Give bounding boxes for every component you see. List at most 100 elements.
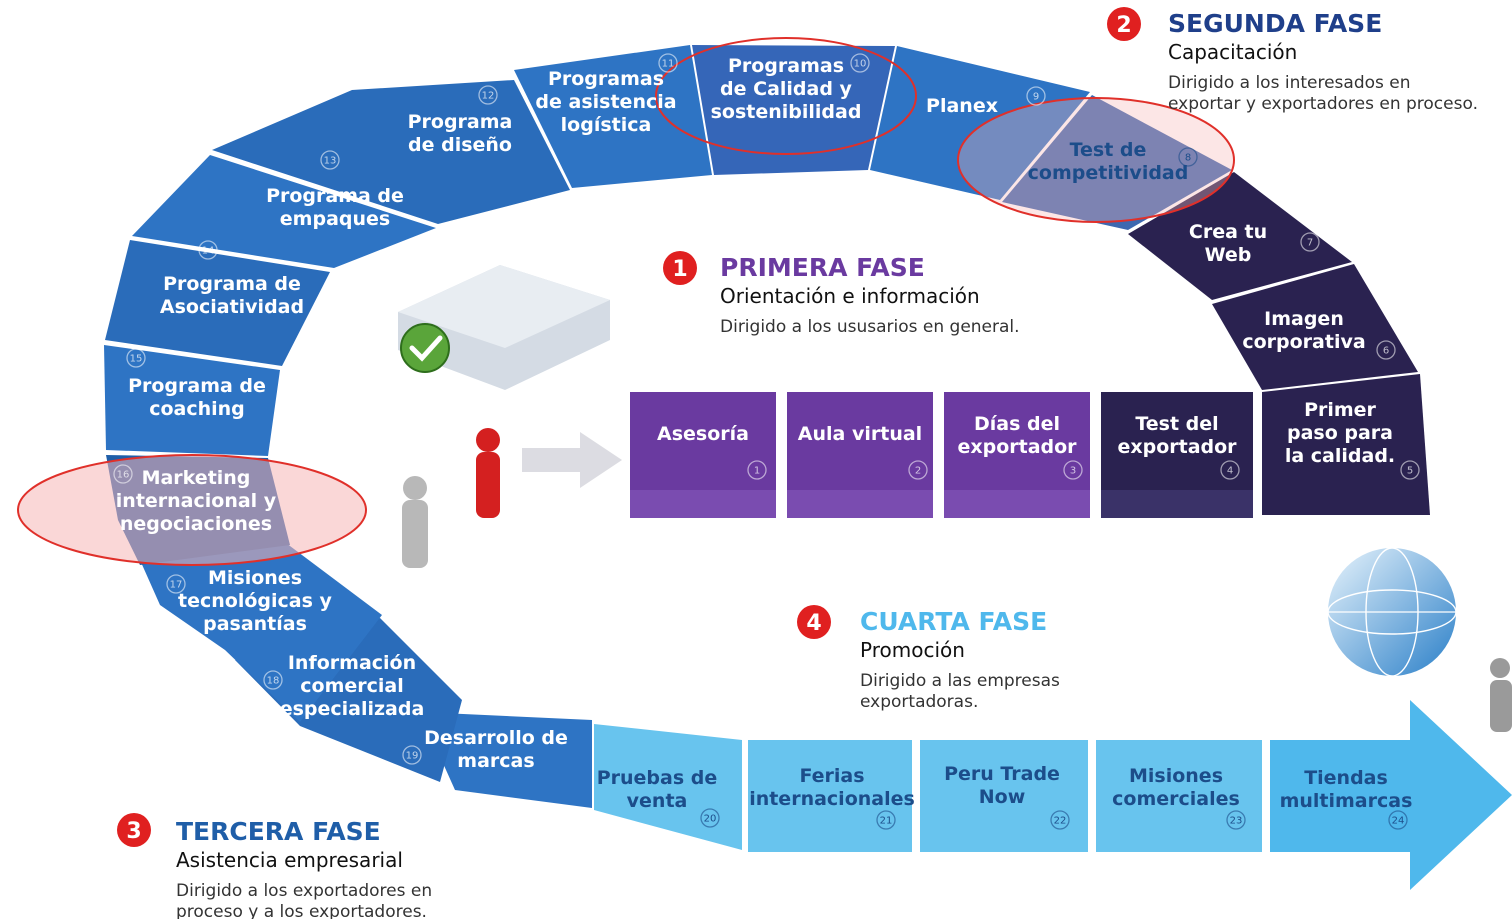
segment-11[interactable] [514, 45, 712, 188]
step-label-line: Desarrollo de [424, 727, 568, 749]
phase-4-subtitle: Promoción [860, 638, 965, 662]
segment-7[interactable] [1128, 172, 1352, 300]
phase-description-line: Dirigido a los interesados en [1168, 73, 1411, 93]
step-label-line: comerciales [1112, 788, 1240, 810]
segment-24[interactable] [1270, 700, 1512, 890]
step-label-line: Marketing [142, 467, 251, 489]
step-label-line: Ferias [799, 765, 864, 787]
step-number-4: 4 [1227, 466, 1233, 477]
segment-20[interactable] [594, 724, 742, 850]
step-label-line: logística [561, 114, 652, 136]
segment-9[interactable] [870, 46, 1090, 200]
segment-17[interactable] [140, 540, 382, 722]
phase-description-line: proceso y a los exportadores. [176, 902, 427, 919]
step-label-line: Programa de [266, 185, 404, 207]
step-number-badge [1400, 460, 1420, 480]
step-label-line: Test del [1135, 413, 1218, 435]
step-label-line: Programa [408, 111, 513, 133]
segment-4-base [1101, 490, 1253, 518]
step-label-line: Tiendas [1304, 767, 1388, 789]
phase-4-number: 4 [806, 611, 821, 636]
segment-14[interactable] [105, 240, 330, 366]
segment-21[interactable] [748, 740, 912, 852]
step-number-badge [1376, 340, 1396, 360]
step-number-11: 11 [662, 59, 675, 70]
segment-12[interactable] [212, 80, 570, 224]
segment-13[interactable] [132, 155, 436, 268]
phase-description-line: Dirigido a los exportadores en [176, 881, 432, 901]
step-label-line: Programas [728, 55, 844, 77]
step-label-line: paso para [1287, 422, 1393, 444]
document-check-icon [398, 265, 610, 390]
ring-phase-3 [104, 45, 712, 808]
phase-description-line: exportar y exportadores en proceso. [1168, 94, 1478, 114]
step-number-badge [198, 240, 218, 260]
step-label-line: Imagen [1264, 308, 1344, 330]
segment-22[interactable] [920, 740, 1088, 852]
globe-icon [1327, 547, 1457, 677]
step-label-line: sostenibilidad [711, 101, 862, 123]
step-label-line: venta [627, 790, 688, 812]
phase-2-title: SEGUNDA FASE [1168, 9, 1382, 38]
step-number-badge [1300, 232, 1320, 252]
step-number-badge [747, 460, 767, 480]
step-label-line: Asociatividad [160, 296, 304, 318]
segment-5[interactable] [1262, 374, 1430, 515]
step-label-line: internacional y [116, 490, 277, 512]
phase-1-description: Dirigido a los ususarios en general. [720, 317, 1020, 337]
segment-15[interactable] [104, 345, 280, 456]
step-number-17: 17 [170, 580, 183, 591]
step-number-badge [1063, 460, 1083, 480]
step-label-line: negociaciones [120, 513, 272, 535]
step-label-line: especializada [280, 698, 425, 720]
step-number-badge [850, 53, 870, 73]
segment-6[interactable] [1212, 264, 1418, 390]
person-icon [1490, 658, 1512, 732]
step-label-line: exportador [957, 436, 1077, 458]
step-label-line: Misiones [208, 567, 302, 589]
segment-2-base [787, 490, 933, 518]
step-label-line: Now [979, 786, 1026, 808]
step-number-badge [1050, 810, 1070, 830]
step-label-1: Asesoría [657, 423, 749, 445]
segment-23[interactable] [1096, 740, 1262, 852]
step-label-line: Test de [1070, 139, 1147, 161]
step-label-line: exportador [1117, 436, 1237, 458]
segment-1-base [630, 490, 776, 518]
step-label-line: Programas [548, 68, 664, 90]
highlights [17, 37, 1235, 566]
phase-1-subtitle: Orientación e información [720, 284, 980, 308]
step-number-24: 24 [1392, 816, 1405, 827]
step-number-badge [1220, 460, 1240, 480]
step-label-line: corporativa [1242, 331, 1365, 353]
step-label-line: Asesoría [657, 423, 749, 445]
step-number-badge [658, 53, 678, 73]
phase-3-subtitle: Asistencia empresarial [176, 848, 403, 872]
segment-19[interactable] [420, 712, 592, 808]
phase-description-line: Dirigido a los ususarios en general. [720, 317, 1020, 337]
phase-description-line: Dirigido a las empresas [860, 671, 1060, 691]
arrow-right-icon [522, 432, 622, 488]
phase-3-title: TERCERA FASE [176, 817, 381, 846]
step-number-7: 7 [1307, 238, 1313, 249]
step-number-2: 2 [915, 466, 921, 477]
step-number-20: 20 [704, 814, 717, 825]
phase-1-badge [663, 251, 697, 285]
segment-8[interactable] [1002, 95, 1232, 230]
phase-1-title: PRIMERA FASE [720, 253, 925, 282]
segment-10[interactable] [692, 45, 895, 175]
step-number-badge [1178, 147, 1198, 167]
step-number-badge [908, 460, 928, 480]
